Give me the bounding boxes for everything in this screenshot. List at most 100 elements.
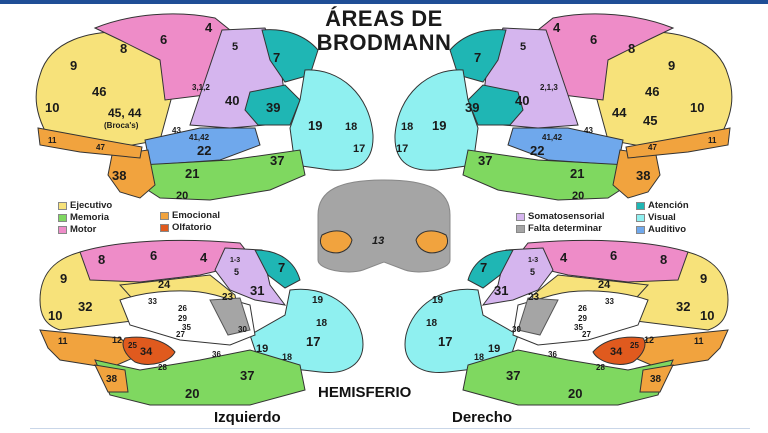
area-label: (Broca's)	[104, 121, 139, 130]
svg-text:6: 6	[610, 248, 617, 263]
area-label: 22	[197, 143, 211, 158]
left-medial-hemisphere: 8 6 4 9 1-3 5 7 24 32 33 31 23 26 29 30 …	[39, 239, 364, 406]
area-label: 43	[172, 126, 181, 135]
svg-text:28: 28	[596, 363, 605, 372]
area-label: 6	[160, 32, 167, 47]
svg-text:27: 27	[176, 330, 185, 339]
svg-text:34: 34	[140, 346, 153, 358]
svg-text:44: 44	[612, 105, 627, 120]
legend-item: Falta determinar	[516, 223, 602, 234]
svg-text:34: 34	[610, 346, 623, 358]
svg-text:40: 40	[515, 93, 529, 108]
svg-text:10: 10	[48, 308, 62, 323]
svg-text:11: 11	[58, 336, 68, 346]
svg-text:8: 8	[660, 252, 667, 267]
area-label: 7	[273, 50, 280, 65]
svg-text:10: 10	[690, 100, 704, 115]
region-emocional-11	[37, 127, 143, 159]
bottom-divider	[30, 428, 750, 429]
svg-text:20: 20	[572, 190, 584, 202]
svg-text:33: 33	[605, 297, 614, 306]
svg-text:29: 29	[578, 314, 587, 323]
svg-text:22: 22	[530, 143, 544, 158]
hemisphere-label: HEMISFERIO	[318, 384, 412, 401]
svg-text:29: 29	[178, 314, 187, 323]
svg-text:24: 24	[598, 279, 611, 291]
area-label: 11	[48, 136, 57, 145]
right-lateral-labels: 6 4 8 9 10 46 44 45 5 7 2,1,3 40 39 43 4…	[396, 20, 717, 202]
legend-item: Ejecutivo	[58, 200, 112, 211]
legend-item: Olfatorio	[160, 222, 212, 233]
area-label: 3,1,2	[192, 83, 210, 92]
center-area-label: 13	[372, 235, 384, 247]
svg-text:18: 18	[426, 318, 438, 329]
svg-text:26: 26	[178, 304, 187, 313]
svg-text:37: 37	[478, 153, 492, 168]
area-label: 37	[270, 153, 284, 168]
svg-text:20: 20	[568, 386, 582, 401]
svg-text:18: 18	[282, 352, 292, 362]
area-label: 21	[185, 166, 199, 181]
svg-text:12: 12	[112, 335, 122, 345]
svg-text:38: 38	[106, 374, 118, 385]
area-label: 19	[308, 118, 322, 133]
svg-text:23: 23	[222, 292, 234, 303]
svg-text:36: 36	[548, 350, 557, 359]
svg-text:19: 19	[488, 343, 500, 355]
legend-item: Auditivo	[636, 224, 686, 235]
svg-text:17: 17	[306, 334, 320, 349]
area-label: 17	[353, 143, 365, 155]
top-accent-bar	[0, 0, 768, 4]
svg-text:35: 35	[574, 323, 583, 332]
svg-text:32: 32	[676, 299, 690, 314]
svg-text:5: 5	[520, 41, 526, 53]
svg-text:25: 25	[630, 341, 639, 350]
area-label: 18	[345, 121, 357, 133]
area-label: 45, 44	[108, 106, 142, 120]
right-hemisphere-label: Derecho	[452, 409, 513, 426]
svg-text:6: 6	[150, 248, 157, 263]
svg-text:19: 19	[256, 343, 268, 355]
legend-item: Atención	[636, 200, 689, 211]
area-label: 40	[225, 93, 239, 108]
svg-text:30: 30	[238, 325, 247, 334]
area-label: 9	[70, 58, 77, 73]
svg-text:25: 25	[128, 341, 137, 350]
svg-text:1-3: 1-3	[528, 257, 538, 264]
region-atencion-39	[244, 84, 301, 126]
legend-item: Motor	[58, 224, 96, 235]
area-label: 46	[92, 84, 106, 99]
left-hemisphere-label: Izquierdo	[214, 409, 281, 426]
svg-text:7: 7	[474, 50, 481, 65]
svg-text:7: 7	[480, 260, 487, 275]
right-medial-hemisphere	[404, 239, 729, 406]
svg-text:1-3: 1-3	[230, 257, 240, 264]
svg-text:43: 43	[584, 126, 593, 135]
region-atencion-7	[261, 29, 319, 83]
svg-text:20: 20	[185, 386, 199, 401]
region-visual	[289, 69, 374, 171]
svg-text:23: 23	[528, 292, 540, 303]
area-label: 10	[45, 100, 59, 115]
title-line-2: BRODMANN	[316, 30, 452, 55]
svg-text:12: 12	[644, 335, 654, 345]
svg-text:47: 47	[648, 143, 657, 152]
svg-text:18: 18	[474, 352, 484, 362]
legend-item: Visual	[636, 212, 676, 223]
svg-text:41,42: 41,42	[542, 133, 563, 142]
svg-text:5: 5	[234, 267, 239, 277]
region-emocional-38	[107, 149, 156, 199]
svg-text:19: 19	[312, 295, 324, 306]
svg-text:31: 31	[250, 283, 264, 298]
title-line-1: ÁREAS DE	[325, 6, 443, 31]
svg-text:17: 17	[396, 143, 408, 155]
svg-text:39: 39	[465, 100, 479, 115]
svg-text:9: 9	[668, 58, 675, 73]
area-label: 20	[176, 190, 188, 202]
area-label: 4	[205, 20, 213, 35]
svg-text:24: 24	[158, 279, 171, 291]
svg-text:37: 37	[240, 368, 254, 383]
right-medial-labels: 8 6 4 9 1-3 5 7 24 32 33 31 23 26 29 30 …	[426, 248, 714, 401]
svg-text:37: 37	[506, 368, 520, 383]
